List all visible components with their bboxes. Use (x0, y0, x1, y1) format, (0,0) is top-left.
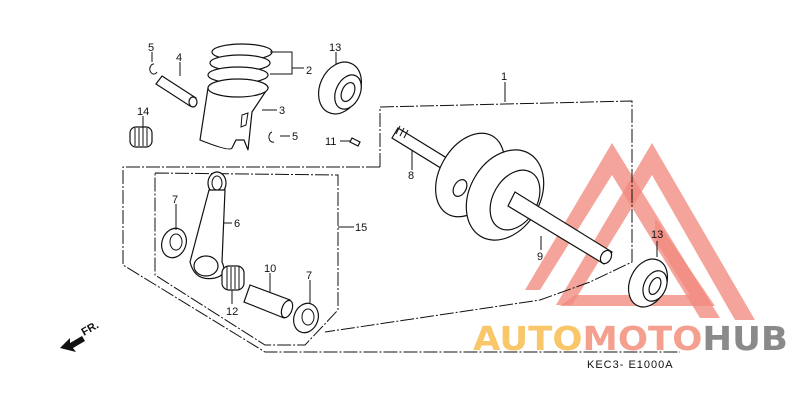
front-label: FR. (80, 319, 101, 338)
callout-13: 13 (329, 42, 341, 54)
front-direction-arrow-icon (60, 336, 85, 352)
piston-rings (207, 43, 273, 84)
callout-14: 14 (137, 106, 149, 118)
big-end-bearing (221, 265, 245, 291)
callout-4: 4 (176, 52, 182, 64)
callout-3: 3 (279, 105, 285, 117)
diagram-code: KEC3- E1000A (587, 359, 674, 371)
callout-5: 5 (292, 131, 298, 143)
callout-11: 11 (325, 136, 336, 148)
thrust-washer (161, 227, 187, 259)
piston (199, 78, 270, 151)
assembly-15-inner-outline (154, 172, 339, 346)
callout-12: 12 (226, 306, 238, 318)
crankshaft (391, 125, 613, 265)
callout-8: 8 (408, 170, 414, 182)
callout-9: 9 (537, 251, 543, 263)
leader-lines (142, 51, 658, 304)
piston-pin-clip (268, 131, 275, 143)
callout-13: 13 (651, 229, 663, 241)
assembly-15-outer-outline (122, 166, 680, 353)
callout-7: 7 (306, 270, 312, 282)
small-end-bearing (129, 126, 153, 148)
connecting-rod (189, 171, 227, 280)
thrust-washer (293, 302, 319, 334)
callout-5: 5 (148, 42, 154, 54)
assembly-1-outline (324, 100, 633, 333)
piston-pin-clip (149, 63, 158, 75)
woodruff-key (349, 137, 361, 147)
piston-pin (155, 75, 198, 108)
crank-pin (243, 284, 294, 319)
watermark-moto: MOTO (583, 319, 703, 358)
callout-7: 7 (172, 194, 178, 206)
ball-bearing (627, 258, 669, 308)
callout-6: 6 (234, 218, 240, 230)
callout-1: 1 (501, 71, 507, 83)
callout-15: 15 (355, 222, 367, 234)
callout-10: 10 (264, 263, 276, 275)
ball-bearing (317, 61, 363, 115)
watermark-hub: HUB (702, 319, 788, 358)
callout-2: 2 (306, 65, 312, 77)
